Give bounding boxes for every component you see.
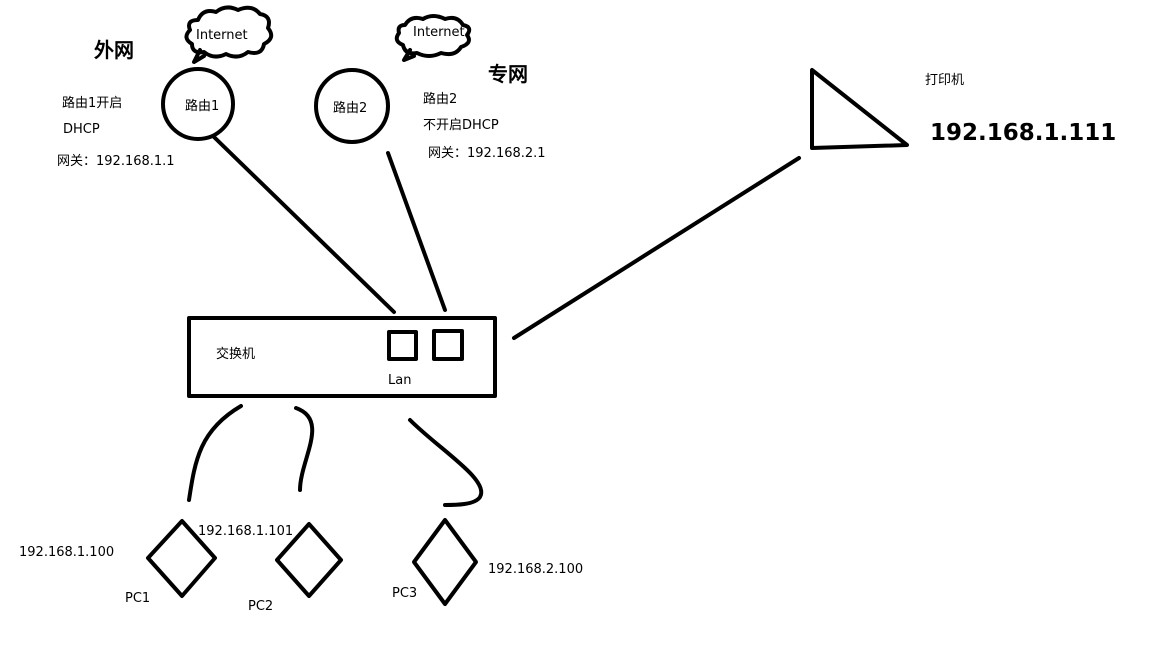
link-router1-switch (212, 135, 396, 314)
lan-port-1[interactable] (387, 330, 418, 361)
lan-port-2[interactable] (432, 329, 464, 361)
private-network-title: 专网 (488, 62, 528, 86)
pc3-label: PC3 (392, 586, 417, 601)
router-2-label: 路由2 (333, 100, 367, 116)
pc2-icon[interactable] (275, 522, 343, 598)
pc1-icon[interactable] (146, 519, 217, 598)
router-1-gateway: 网关：192.168.1.1 (57, 154, 175, 169)
pc2-label: PC2 (248, 599, 273, 614)
pc1-label: PC1 (125, 591, 150, 606)
router-1[interactable] (161, 67, 235, 141)
cable-pc2 (294, 406, 315, 492)
lan-label: Lan (388, 373, 411, 388)
link-switch-printer (512, 156, 801, 340)
printer-icon[interactable] (810, 68, 909, 150)
router-2-gateway: 网关：192.168.2.1 (428, 146, 546, 161)
pc1-ip: 192.168.1.100 (19, 545, 114, 560)
switch-label: 交换机 (216, 346, 255, 362)
switch[interactable] (187, 316, 497, 398)
router-2-dhcp: 不开启DHCP (423, 118, 499, 133)
internet-cloud-2 (394, 14, 472, 62)
internet-cloud-1 (184, 5, 274, 64)
cable-pc3 (408, 418, 484, 507)
router-2[interactable] (314, 68, 390, 144)
pc3-ip: 192.168.2.100 (488, 562, 583, 577)
cable-pc1 (187, 404, 243, 502)
router-1-desc: 路由1开启 (62, 95, 122, 111)
pc3-icon[interactable] (412, 518, 478, 606)
external-network-title: 外网 (94, 38, 134, 62)
internet-label-1: Internet (196, 28, 248, 43)
printer-label: 打印机 (925, 73, 964, 88)
pc2-ip: 192.168.1.101 (198, 524, 293, 539)
router-2-desc: 路由2 (423, 91, 457, 107)
router-1-dhcp: DHCP (63, 122, 100, 137)
internet-label-2: Internet (413, 25, 465, 40)
link-router2-switch (386, 151, 447, 312)
printer-ip: 192.168.1.111 (930, 120, 1116, 146)
router-1-label: 路由1 (185, 98, 219, 114)
